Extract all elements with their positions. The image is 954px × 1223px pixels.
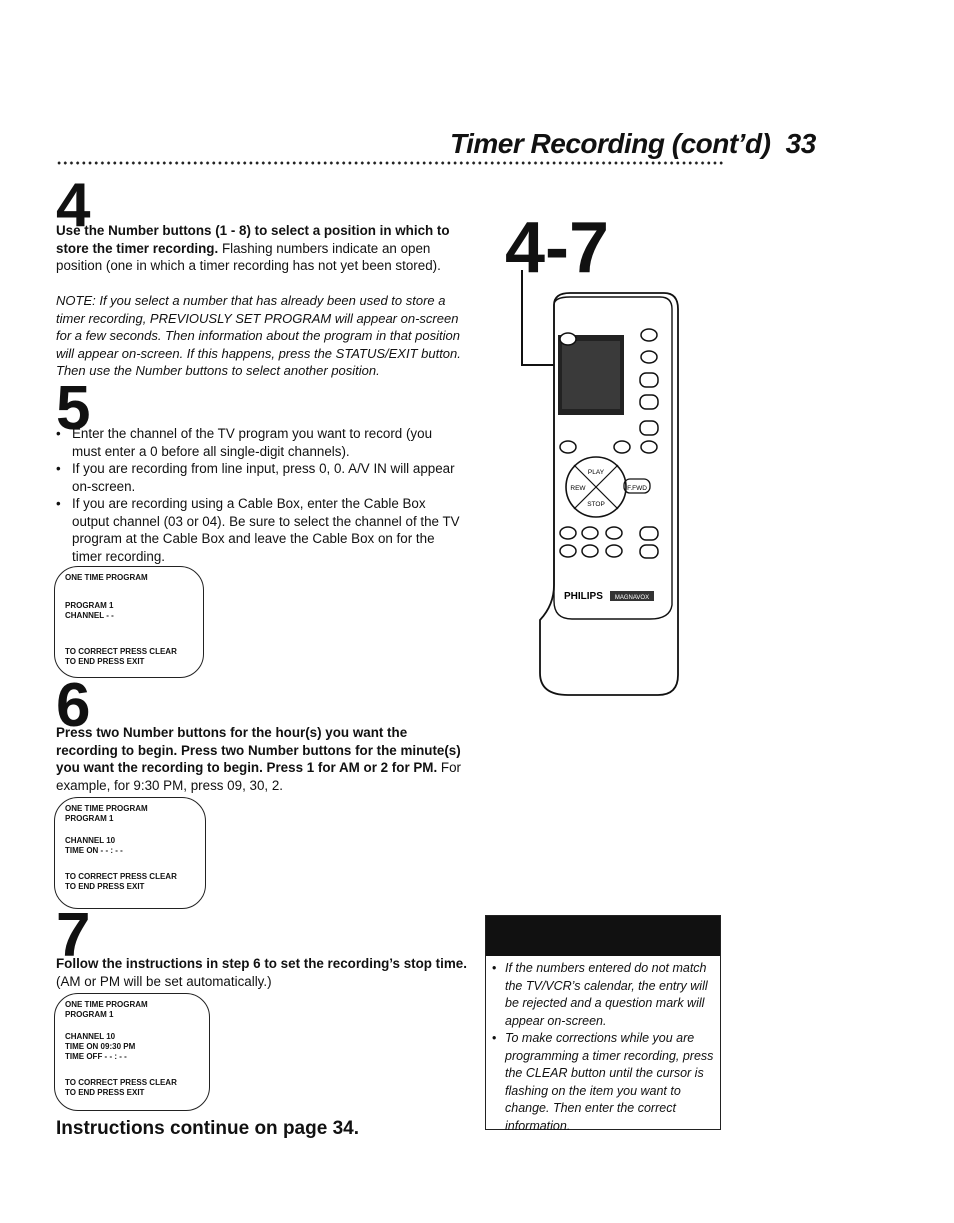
step-4-bold: Use the Number buttons (1 - 8) to select…: [56, 223, 450, 256]
screen-time-on: TIME ON - - : - -: [65, 846, 123, 855]
step-5-onscreen-display: ONE TIME PROGRAM PROGRAM 1 CHANNEL - - T…: [54, 566, 204, 678]
screen-program: PROGRAM 1: [65, 1010, 114, 1019]
screen-title: ONE TIME PROGRAM: [65, 804, 148, 813]
step-5-bullets: Enter the channel of the TV program you …: [56, 425, 461, 565]
step-4-number: 4: [56, 171, 91, 240]
tips-header-bar: [486, 916, 720, 956]
rew-button-label: REW: [570, 485, 586, 492]
screen-time-off: TIME OFF - - : - -: [65, 1052, 127, 1061]
list-item: If you are recording using a Cable Box, …: [56, 495, 461, 565]
list-item: If you are recording from line input, pr…: [56, 460, 461, 495]
step-6-onscreen-display: ONE TIME PROGRAM PROGRAM 1 CHANNEL 10 TI…: [54, 797, 206, 909]
step-7-onscreen-display: ONE TIME PROGRAM PROGRAM 1 CHANNEL 10 TI…: [54, 993, 210, 1111]
step-4-body: Flashing numbers indicate an open positi…: [56, 240, 441, 274]
step-6-number: 6: [56, 671, 91, 740]
list-item: Enter the channel of the TV program you …: [56, 425, 461, 460]
screen-end: TO END PRESS EXIT: [65, 1088, 145, 1097]
step-7-text: Follow the instructions in step 6 to set…: [56, 955, 468, 990]
list-item: If the numbers entered do not match the …: [492, 960, 714, 1030]
screen-channel: CHANNEL - -: [65, 611, 114, 620]
screen-correct: TO CORRECT PRESS CLEAR: [65, 872, 177, 881]
screen-correct: TO CORRECT PRESS CLEAR: [65, 1078, 177, 1087]
step-4-text: Use the Number buttons (1 - 8) to select…: [56, 222, 466, 275]
screen-correct: TO CORRECT PRESS CLEAR: [65, 647, 177, 656]
screen-end: TO END PRESS EXIT: [65, 882, 145, 891]
step-7-body: (AM or PM will be set automatically.): [56, 973, 272, 989]
brand-magnavox: MAGNAVOX: [615, 595, 649, 601]
dotted-divider: [56, 160, 724, 166]
page-number: 33: [785, 128, 817, 159]
screen-end: TO END PRESS EXIT: [65, 657, 145, 666]
screen-time-on: TIME ON 09:30 PM: [65, 1042, 136, 1051]
screen-channel: CHANNEL 10: [65, 836, 116, 845]
tips-list: If the numbers entered do not match the …: [486, 956, 720, 1135]
list-item: To make corrections while you are progra…: [492, 1030, 714, 1135]
brand-philips: PHILIPS: [564, 591, 603, 602]
step-4-note: NOTE: If you select a number that has al…: [56, 293, 461, 378]
step-6-bold: Press two Number buttons for the hour(s)…: [56, 725, 461, 775]
remote-control-illustration: PLAY STOP REW F.FWD PHILIPS MAGNAVOX: [521, 270, 679, 696]
screen-program: PROGRAM 1: [65, 601, 114, 610]
continue-note: Instructions continue on page 34.: [56, 1118, 359, 1139]
step-6-text: Press two Number buttons for the hour(s)…: [56, 724, 468, 794]
step-6-body: For example, for 9:30 PM, press 09, 30, …: [56, 760, 461, 793]
step-7-bold: Follow the instructions in step 6 to set…: [56, 956, 467, 971]
step-7-number: 7: [56, 901, 91, 970]
stop-button-label: STOP: [587, 501, 605, 508]
screen-channel: CHANNEL 10: [65, 1032, 116, 1041]
screen-title: ONE TIME PROGRAM: [65, 573, 148, 582]
screen-title: ONE TIME PROGRAM: [65, 1000, 148, 1009]
page-header: Timer Recording (cont’d) 33: [450, 128, 816, 160]
ffwd-button-label: F.FWD: [627, 485, 647, 492]
header-title: Timer Recording (cont’d): [450, 128, 771, 159]
tips-box: If the numbers entered do not match the …: [485, 915, 721, 1133]
play-button-label: PLAY: [588, 469, 605, 476]
screen-program: PROGRAM 1: [65, 814, 114, 823]
